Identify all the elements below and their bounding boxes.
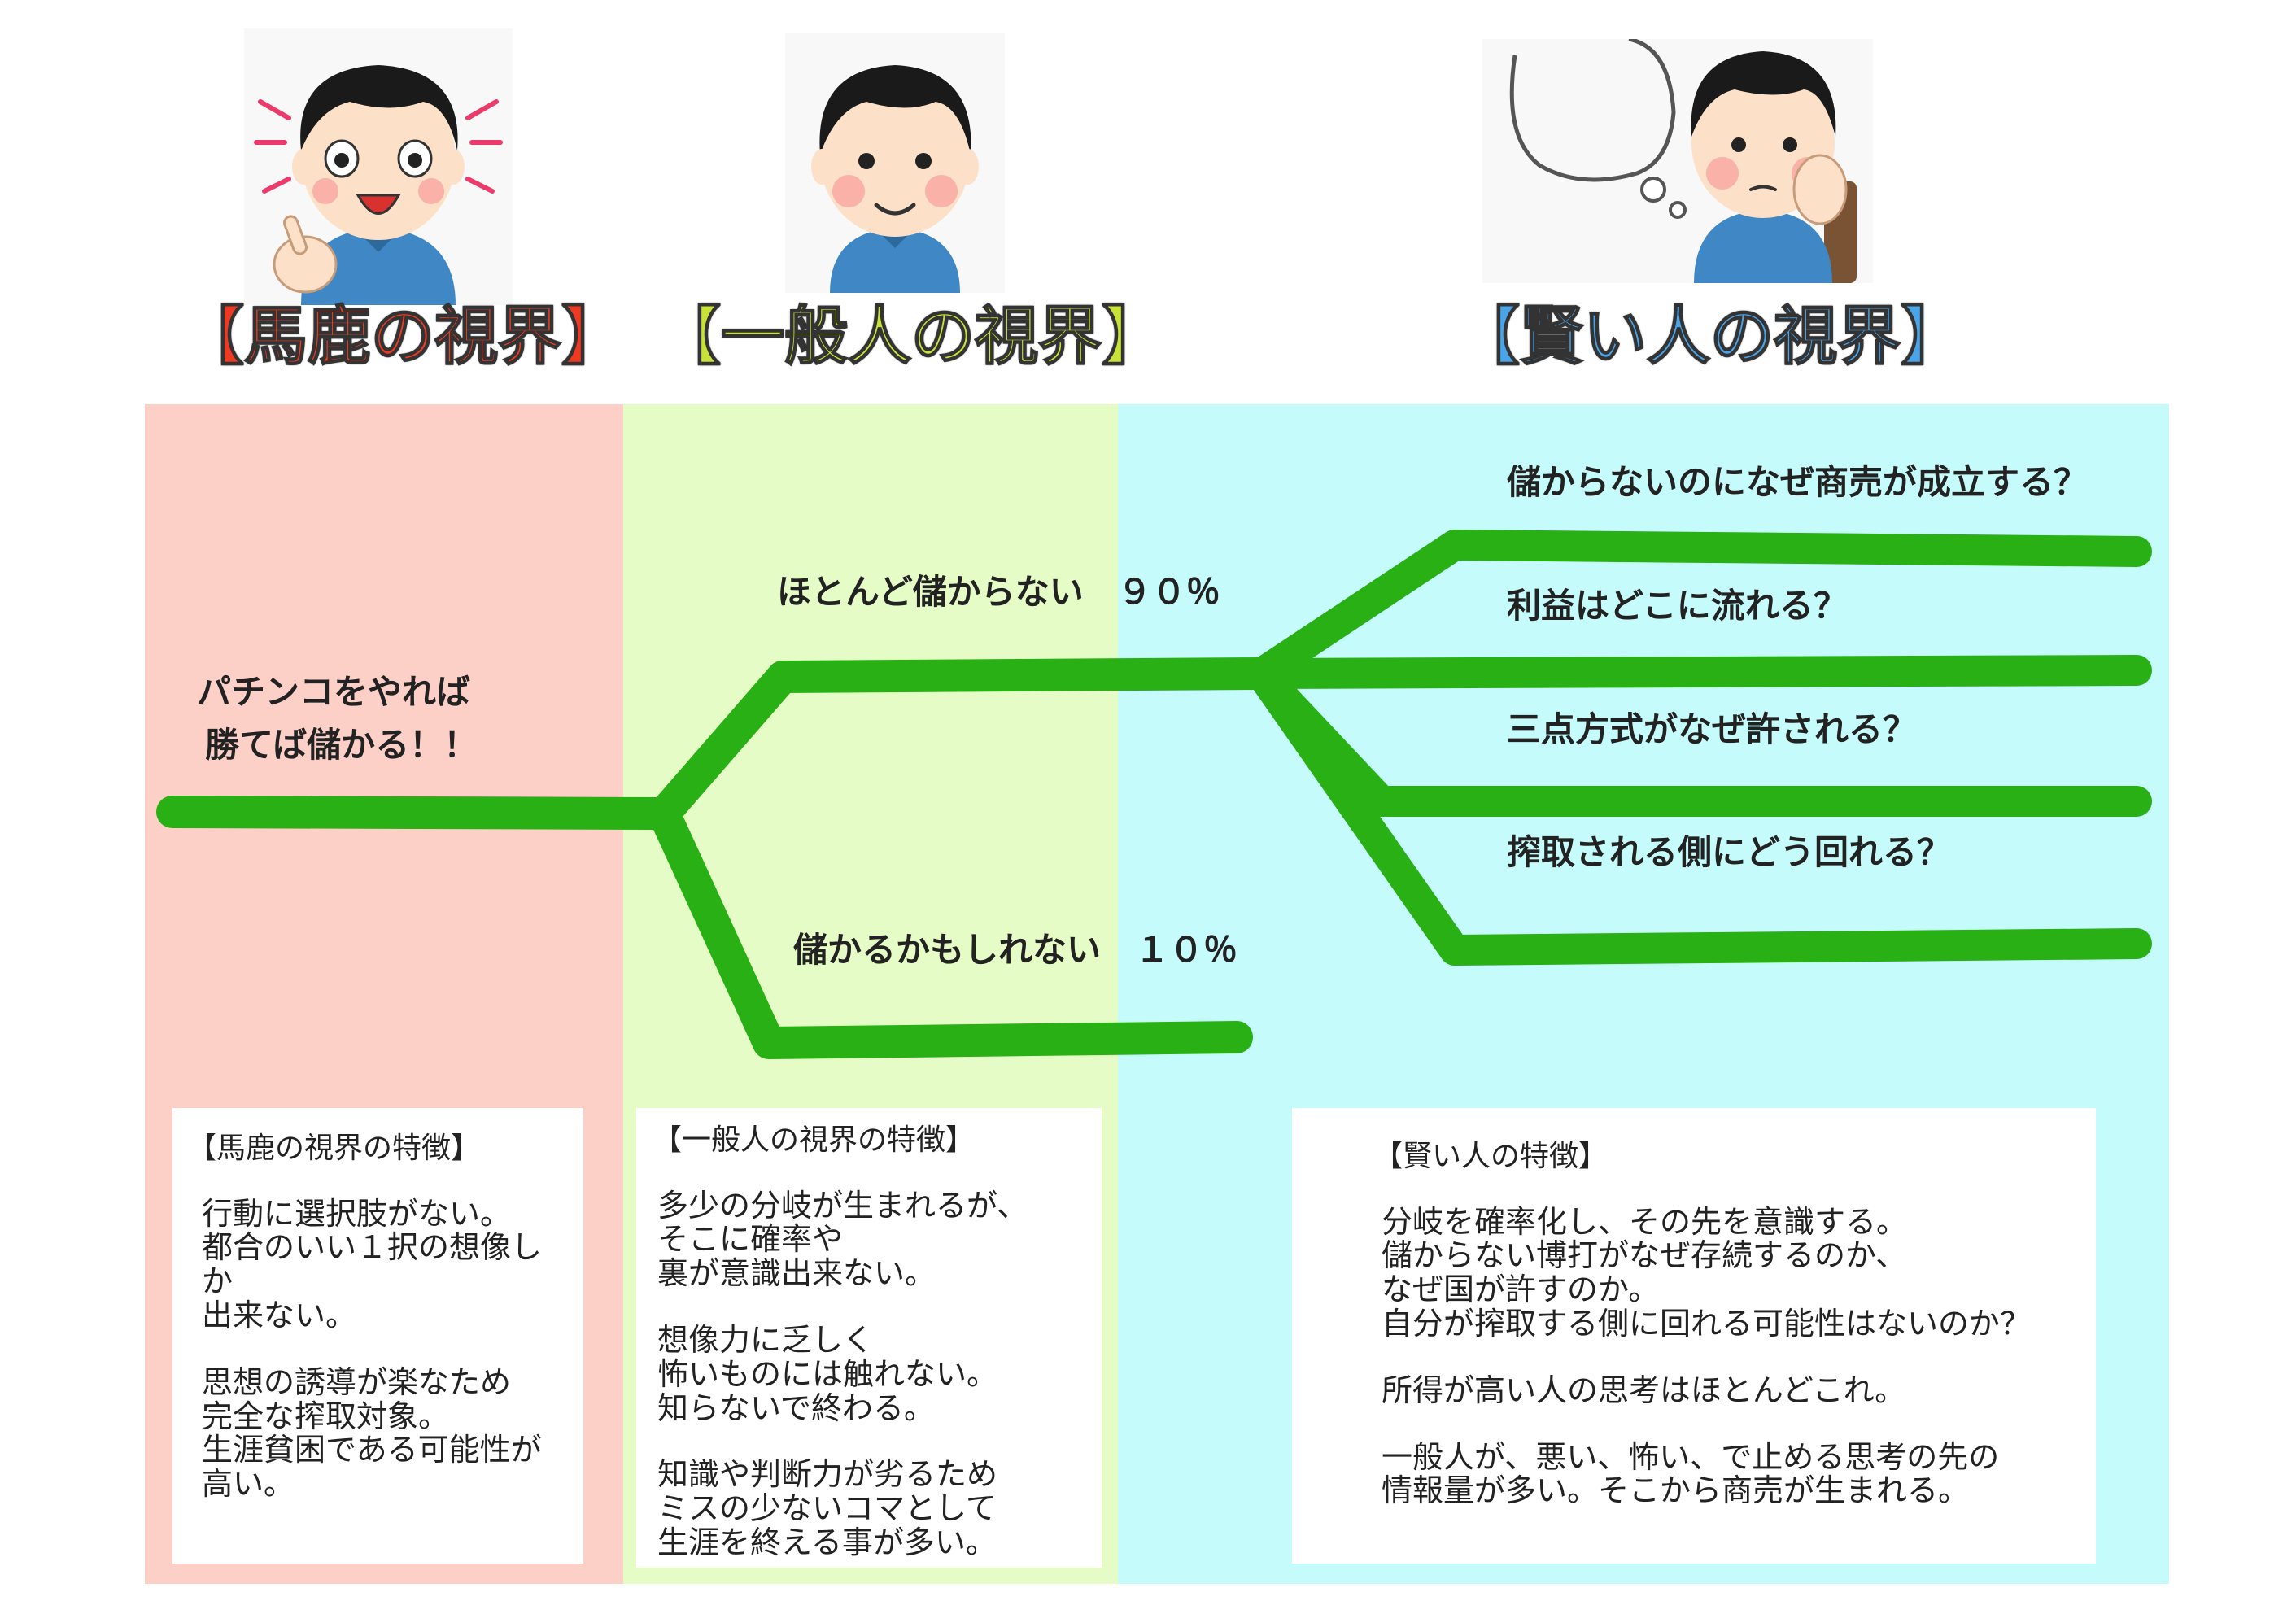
smiling-man-icon (785, 33, 1005, 293)
card-title: 【一般人の視界の特徴】 (653, 1123, 976, 1157)
upper-branch-90 (648, 657, 1277, 830)
upper-branch-label: ほとんど儲からない ９０％ (777, 572, 1220, 612)
wise-vision-heading: 【賢い人の視界】 (1456, 300, 1965, 373)
wise-traits-card: 【賢い人の特徴】 分岐を確率化し、その先を意識する。 儲からない博打がなぜ存続す… (1292, 1108, 2096, 1564)
ordinary-traits-card: 【一般人の視界の特徴】 多少の分岐が生まれるが、 そこに確率や 裏が意識出来ない… (636, 1108, 1102, 1568)
card-paragraph: 一般人が、悪い、怖い、で止める思考の先の 情報量が多い。そこから商売が生まれる。 (1382, 1438, 2000, 1509)
fool-branch-label-line: 勝てば儲かる！！ (205, 725, 478, 766)
card-paragraph: 多少の分岐が生まれるが、 そこに確率や 裏が意識出来ない。 (657, 1187, 1028, 1292)
thinking-man-icon (1482, 39, 1873, 283)
root-branch (156, 796, 680, 830)
card-paragraph: 想像力に乏しく 怖いものには触れない。 知らないで終わる。 (657, 1321, 998, 1426)
card-paragraph: 所得が高い人の思考はほとんどこれ。 (1382, 1372, 1906, 1408)
wise-branch-label-3: 三点方式がなぜ許される？ (1507, 709, 1918, 749)
card-paragraph: 行動に選択肢がない。 都合のいい１択の想像しか 出来ない。 (202, 1195, 543, 1333)
wise-branch-2 (1246, 655, 2152, 689)
lower-branch-10 (648, 797, 1253, 1059)
wise-branch-1 (1246, 530, 2152, 689)
lower-branch-label: 儲かるかもしれない １０％ (793, 930, 1238, 970)
wise-branch-4 (1246, 658, 2152, 966)
card-paragraph: 思想の誘導が楽なため 完全な搾取対象。 生涯貧困である可能性が 高い。 (202, 1363, 542, 1503)
fool-traits-card: 【馬鹿の視界の特徴】 行動に選択肢がない。 都合のいい１択の想像しか 出来ない。… (172, 1108, 583, 1564)
fool-branch-label: パチンコをやれば 勝てば儲かる！！ (197, 665, 478, 771)
wise-branch-label-1: 儲からないのになぜ商売が成立する？ (1507, 462, 2089, 502)
card-paragraph: 知識や判断力が劣るため ミスの少ないコマとして 生涯を終える事が多い。 (657, 1456, 998, 1560)
card-title: 【賢い人の特徴】 (1373, 1140, 1609, 1173)
card-paragraph: 分岐を確率化し、その先を意識する。 儲からない博打がなぜ存続するのか、 なぜ国が… (1382, 1203, 2032, 1341)
wise-branch-label-4: 搾取される側にどう回れる？ (1507, 832, 1952, 872)
wise-branch-label-2: 利益はどこに流れる？ (1507, 586, 1848, 626)
ordinary-vision-heading: 【一般人の視界】 (657, 300, 1166, 373)
excited-man-pointing-icon (244, 28, 513, 305)
fool-vision-heading: 【馬鹿の視界】 (180, 300, 626, 373)
fool-branch-label-line: パチンコをやれば (197, 672, 471, 712)
card-title: 【馬鹿の視界の特徴】 (187, 1132, 481, 1165)
